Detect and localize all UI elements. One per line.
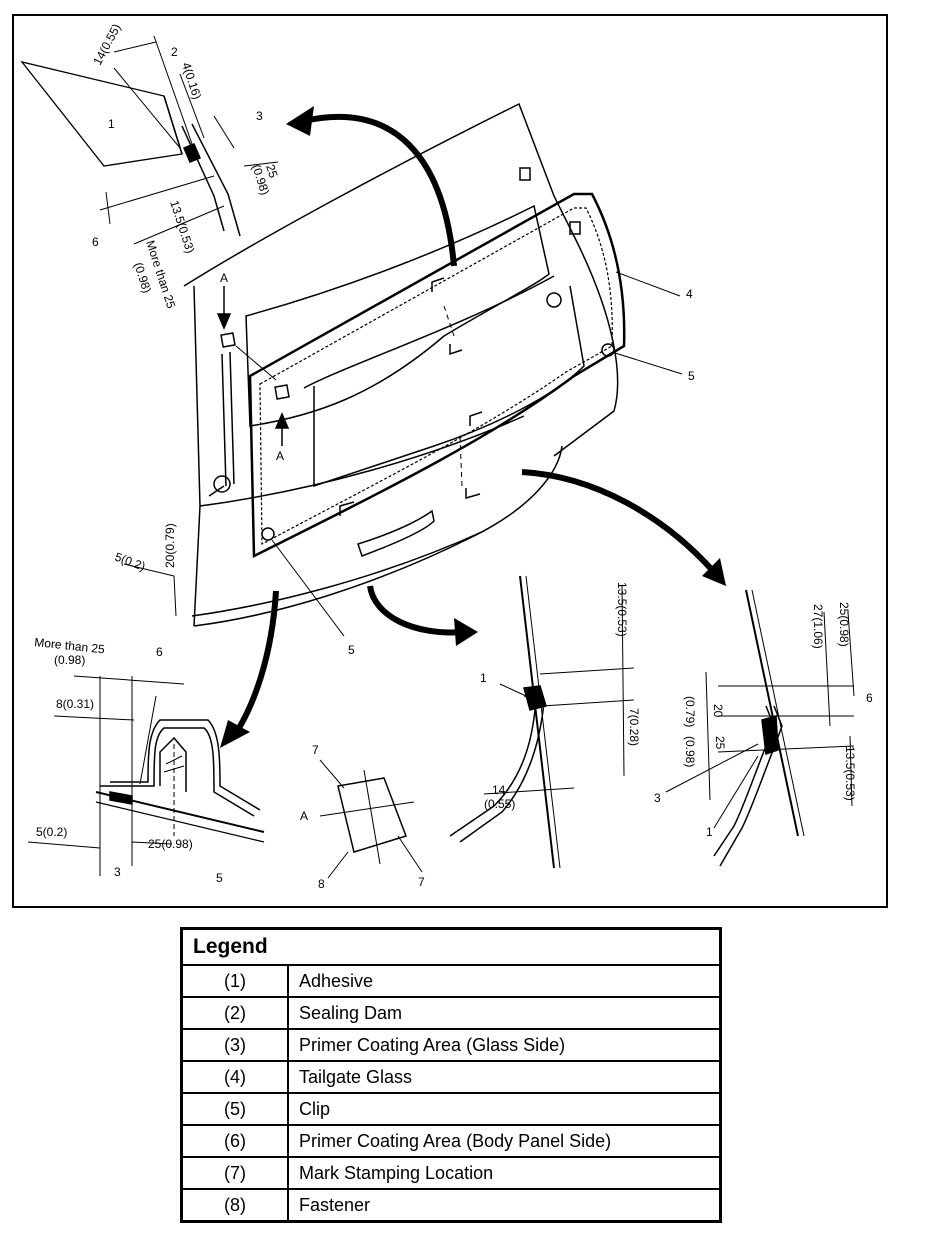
dim-label: 20(0.79)	[163, 523, 177, 568]
arrow-top	[303, 114, 457, 267]
dim-label: 25(0.98)	[148, 837, 193, 851]
legend-row: (8) Fastener	[180, 1188, 722, 1223]
dim-label: (0.98)	[54, 653, 85, 667]
legend-description: Primer Coating Area (Body Panel Side)	[287, 1124, 722, 1158]
detail-top-left	[20, 35, 279, 245]
dim-label: (0.98)	[683, 736, 697, 767]
diagram-frame: 14(0.55) 2 4(0.16) 3 1 25 (0.98) 13.5(0.…	[12, 14, 888, 908]
dim-label: 25(0.98)	[837, 602, 851, 647]
dim-label: 8(0.31)	[56, 697, 94, 711]
callout-number: 3	[654, 791, 661, 805]
dim-label: 25	[263, 163, 281, 180]
callout-number: 7	[312, 743, 319, 757]
legend-number: (1)	[180, 964, 289, 998]
dim-label: 14(0.55)	[90, 21, 123, 67]
legend-number: (3)	[180, 1028, 289, 1062]
legend-description: Adhesive	[287, 964, 722, 998]
legend-header-row: Legend	[180, 927, 722, 966]
dim-label: 20	[711, 704, 725, 718]
legend-row: (5) Clip	[180, 1092, 722, 1126]
callout-number: 6	[866, 691, 873, 705]
legend-description: Mark Stamping Location	[287, 1156, 722, 1190]
detail-mark-location	[319, 759, 423, 879]
dim-label: 5(0.2)	[113, 550, 147, 574]
detail-bottom-left	[27, 675, 265, 876]
dim-label: (0.79)	[683, 696, 697, 727]
callout-number: 6	[92, 235, 99, 249]
legend-row: (1) Adhesive	[180, 964, 722, 998]
detail-bottom-mid	[449, 575, 635, 869]
dim-label: 13.5(0.53)	[167, 199, 197, 255]
callout-number: 5	[216, 871, 223, 885]
legend-number: (7)	[180, 1156, 289, 1190]
callout-number: 3	[256, 109, 263, 123]
legend-row: (7) Mark Stamping Location	[180, 1156, 722, 1190]
legend-row: (3) Primer Coating Area (Glass Side)	[180, 1028, 722, 1062]
dim-label: 27(1.06)	[811, 604, 825, 649]
tailgate-main-view	[123, 102, 683, 637]
dim-label: 13.5(0.53)	[615, 582, 629, 637]
arrow-label-a: A	[300, 809, 308, 823]
callout-number: 3	[114, 865, 121, 879]
legend-number: (6)	[180, 1124, 289, 1158]
dim-label: 7(0.28)	[627, 708, 641, 746]
legend-description: Clip	[287, 1092, 722, 1126]
arrow-label-a: A	[220, 271, 228, 285]
callout-number: 5	[688, 369, 695, 383]
legend-table: Legend (1) Adhesive (2) Sealing Dam (3) …	[180, 927, 722, 1223]
callout-number: 7	[418, 875, 425, 889]
callout-number: 8	[318, 877, 325, 891]
arrow-label-a: A	[276, 449, 284, 463]
legend-row: (4) Tailgate Glass	[180, 1060, 722, 1094]
callout-number: 4	[686, 287, 693, 301]
legend-title: Legend	[180, 927, 722, 966]
callout-number: 5	[348, 643, 355, 657]
detail-bottom-right	[665, 589, 855, 867]
dim-label: 5(0.2)	[36, 825, 67, 839]
legend-number: (5)	[180, 1092, 289, 1126]
dim-label: 25	[713, 736, 727, 750]
legend-description: Fastener	[287, 1188, 722, 1223]
legend-number: (8)	[180, 1188, 289, 1223]
legend-description: Tailgate Glass	[287, 1060, 722, 1094]
dim-label: 13.5(0.53)	[843, 746, 857, 801]
legend-row: (2) Sealing Dam	[180, 996, 722, 1030]
legend-row: (6) Primer Coating Area (Body Panel Side…	[180, 1124, 722, 1158]
legend-number: (4)	[180, 1060, 289, 1094]
callout-number: 1	[480, 671, 487, 685]
legend-description: Primer Coating Area (Glass Side)	[287, 1028, 722, 1062]
callout-number: 1	[108, 117, 115, 131]
diagram-svg: 14(0.55) 2 4(0.16) 3 1 25 (0.98) 13.5(0.…	[20, 21, 873, 891]
callout-number: 2	[171, 45, 178, 59]
callout-number: 1	[706, 825, 713, 839]
dim-label: (0.55)	[484, 797, 515, 811]
legend-description: Sealing Dam	[287, 996, 722, 1030]
legend-number: (2)	[180, 996, 289, 1030]
callout-number: 6	[156, 645, 163, 659]
dim-label: 14	[492, 783, 506, 797]
